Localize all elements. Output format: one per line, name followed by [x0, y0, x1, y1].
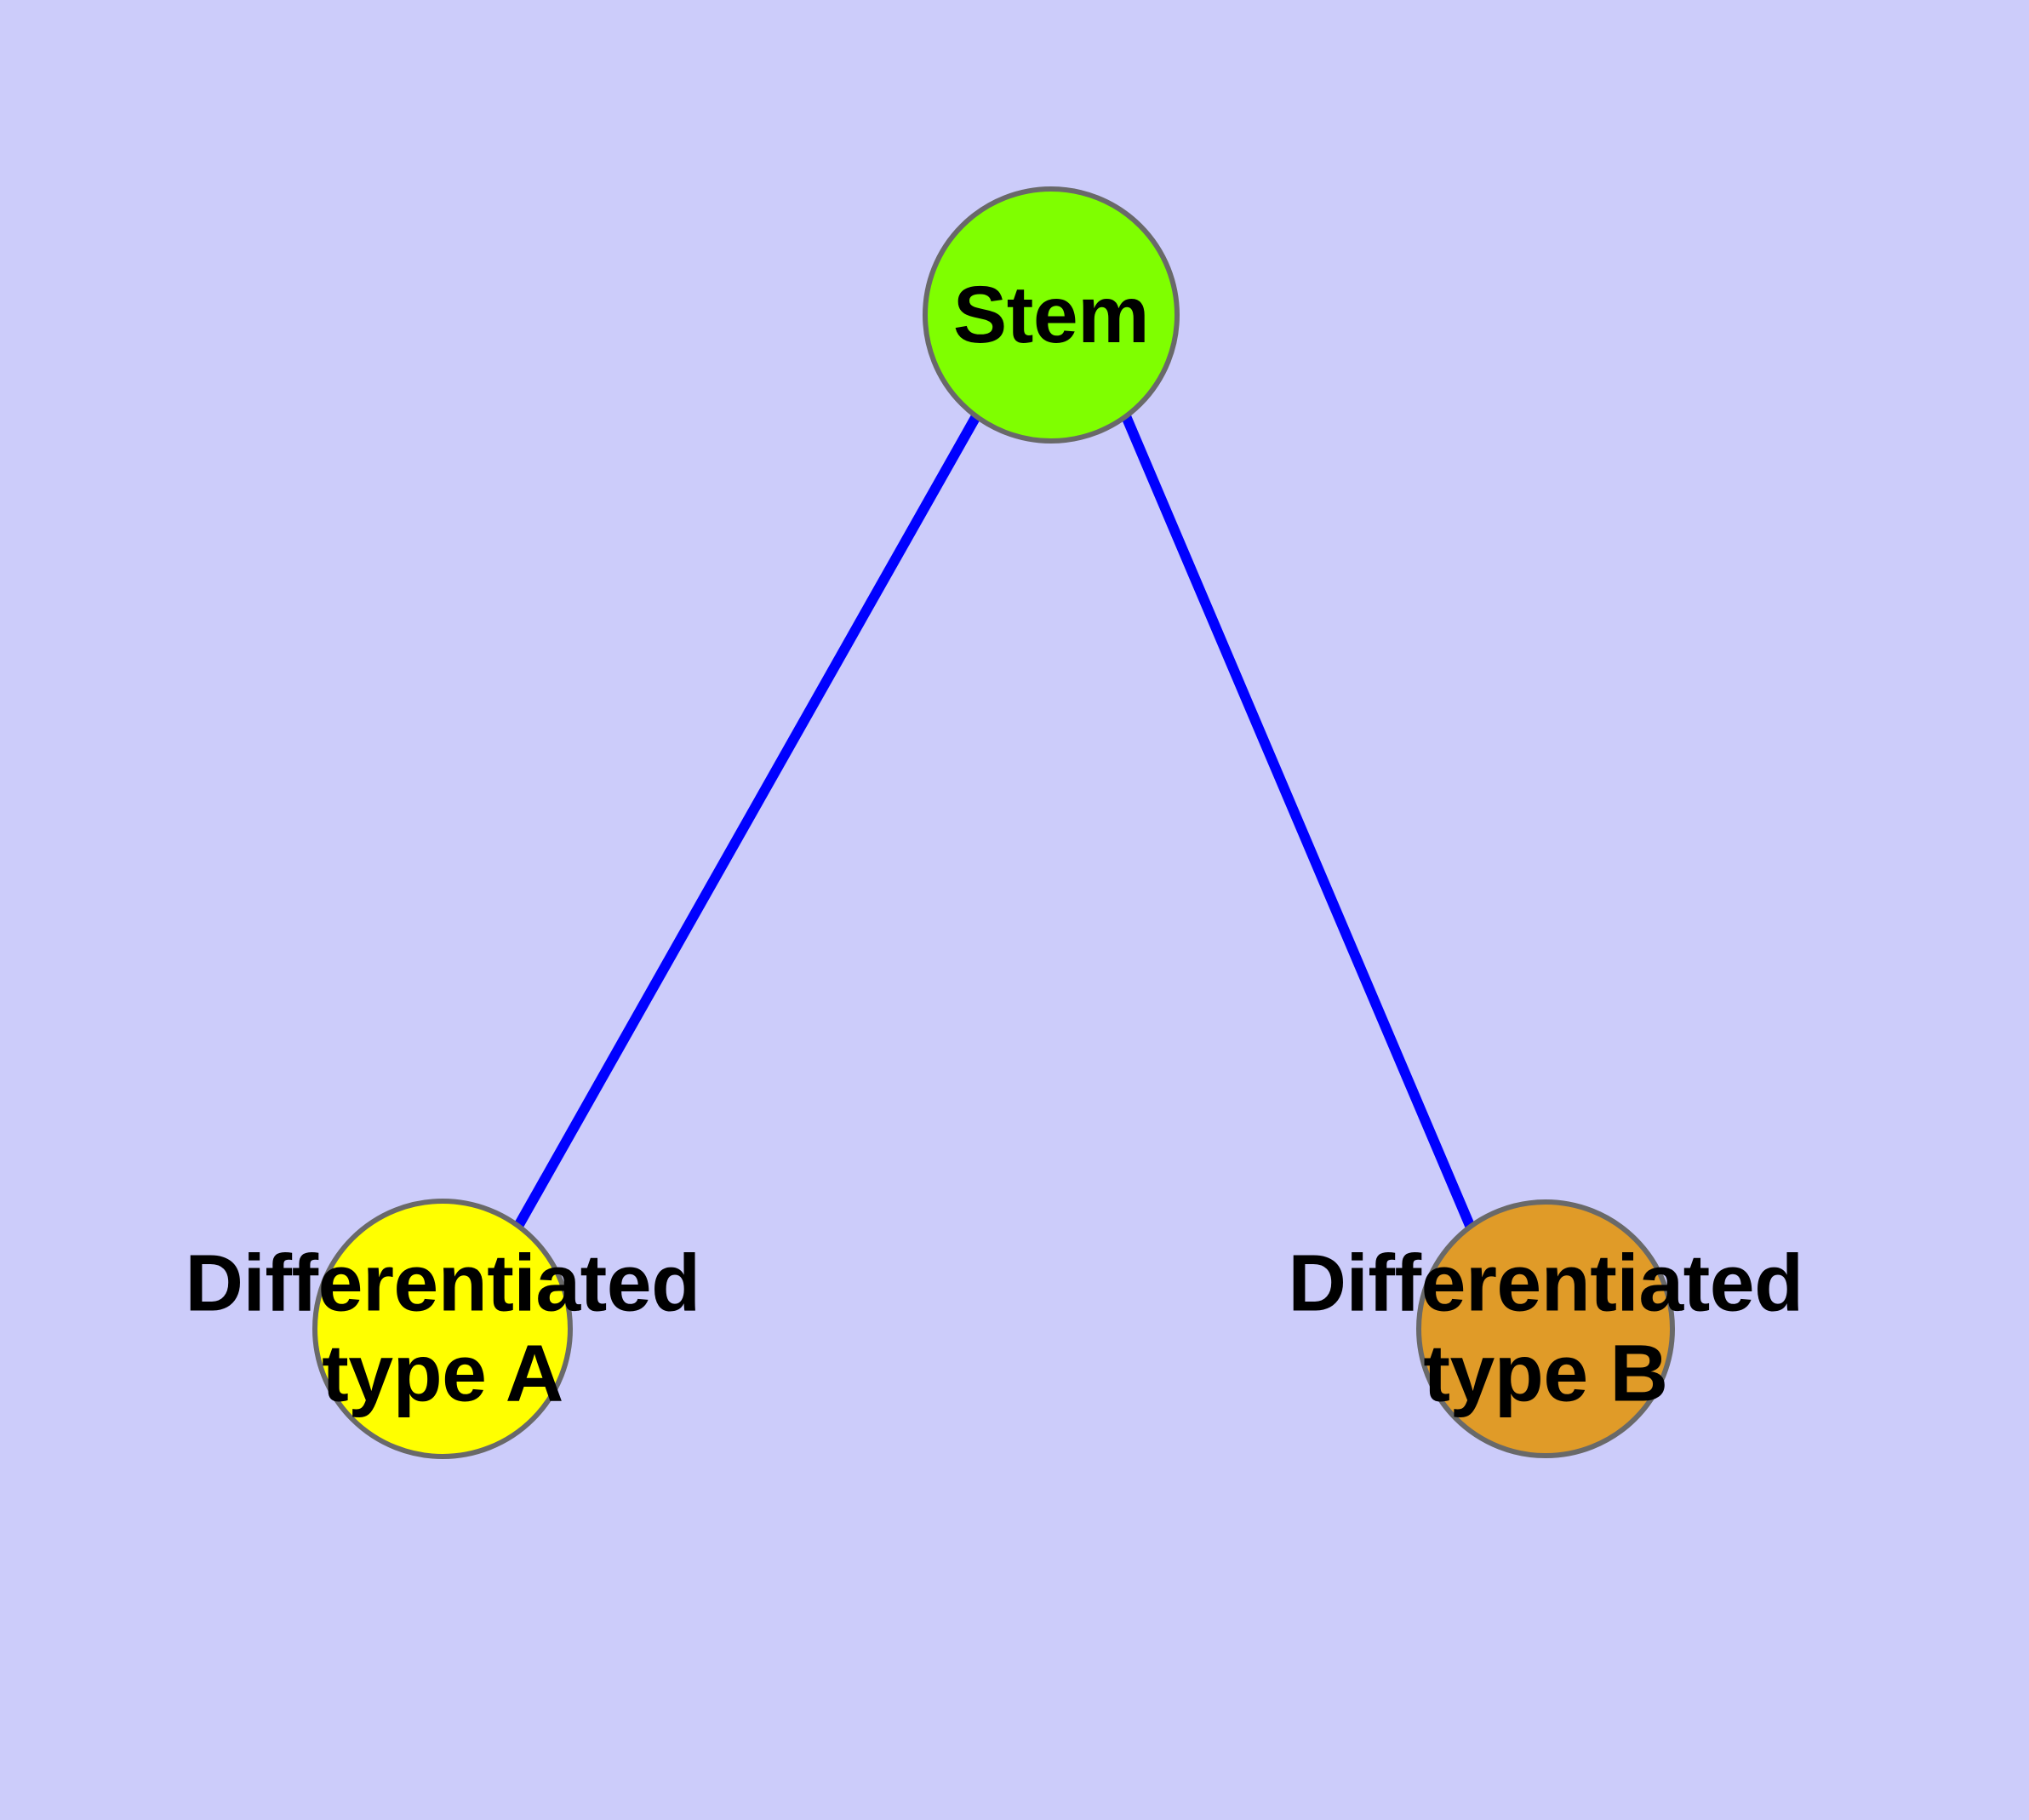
edge-stem-to-differentiated-type-a [512, 414, 981, 1230]
node-stem[interactable] [923, 186, 1180, 444]
node-differentiated-type-a[interactable] [312, 1199, 573, 1459]
nodes-layer [312, 186, 1675, 1459]
edge-stem-to-differentiated-type-b [1121, 414, 1476, 1230]
node-differentiated-type-b[interactable] [1416, 1199, 1675, 1458]
edges-layer [512, 414, 1476, 1230]
